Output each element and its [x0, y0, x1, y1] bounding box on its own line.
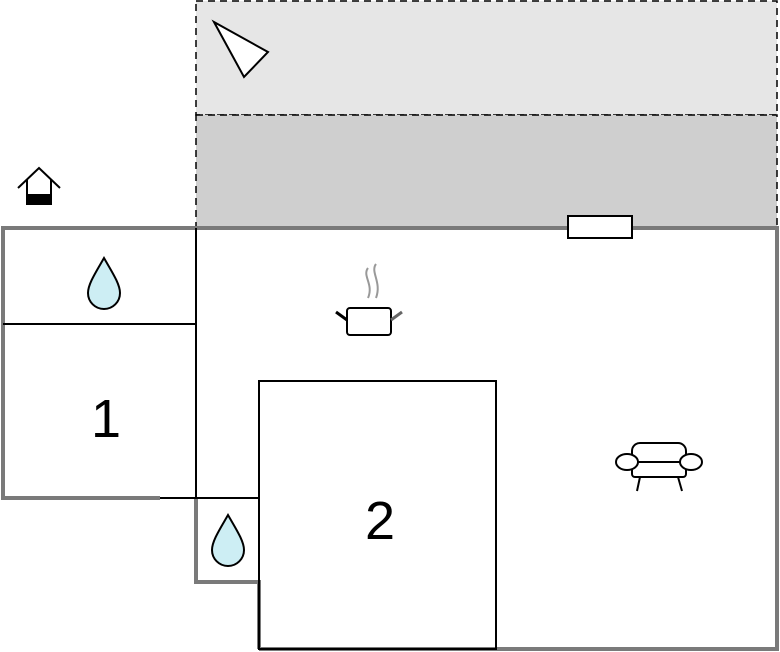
interior-walls: [3, 228, 497, 650]
room-label-1: 1: [91, 389, 121, 449]
house-entrance-icon: [17, 166, 61, 205]
cooking-pot-icon: [335, 263, 403, 336]
terrace-area: [195, 0, 778, 116]
view-direction-icon: [211, 19, 270, 79]
sofa-icon: [615, 442, 703, 492]
covered-terrace-area: [195, 114, 778, 228]
water-drop-icon: [210, 512, 246, 567]
window-icon: [567, 215, 633, 239]
water-drop-icon: [86, 255, 122, 310]
room-label-2: 2: [365, 491, 395, 551]
